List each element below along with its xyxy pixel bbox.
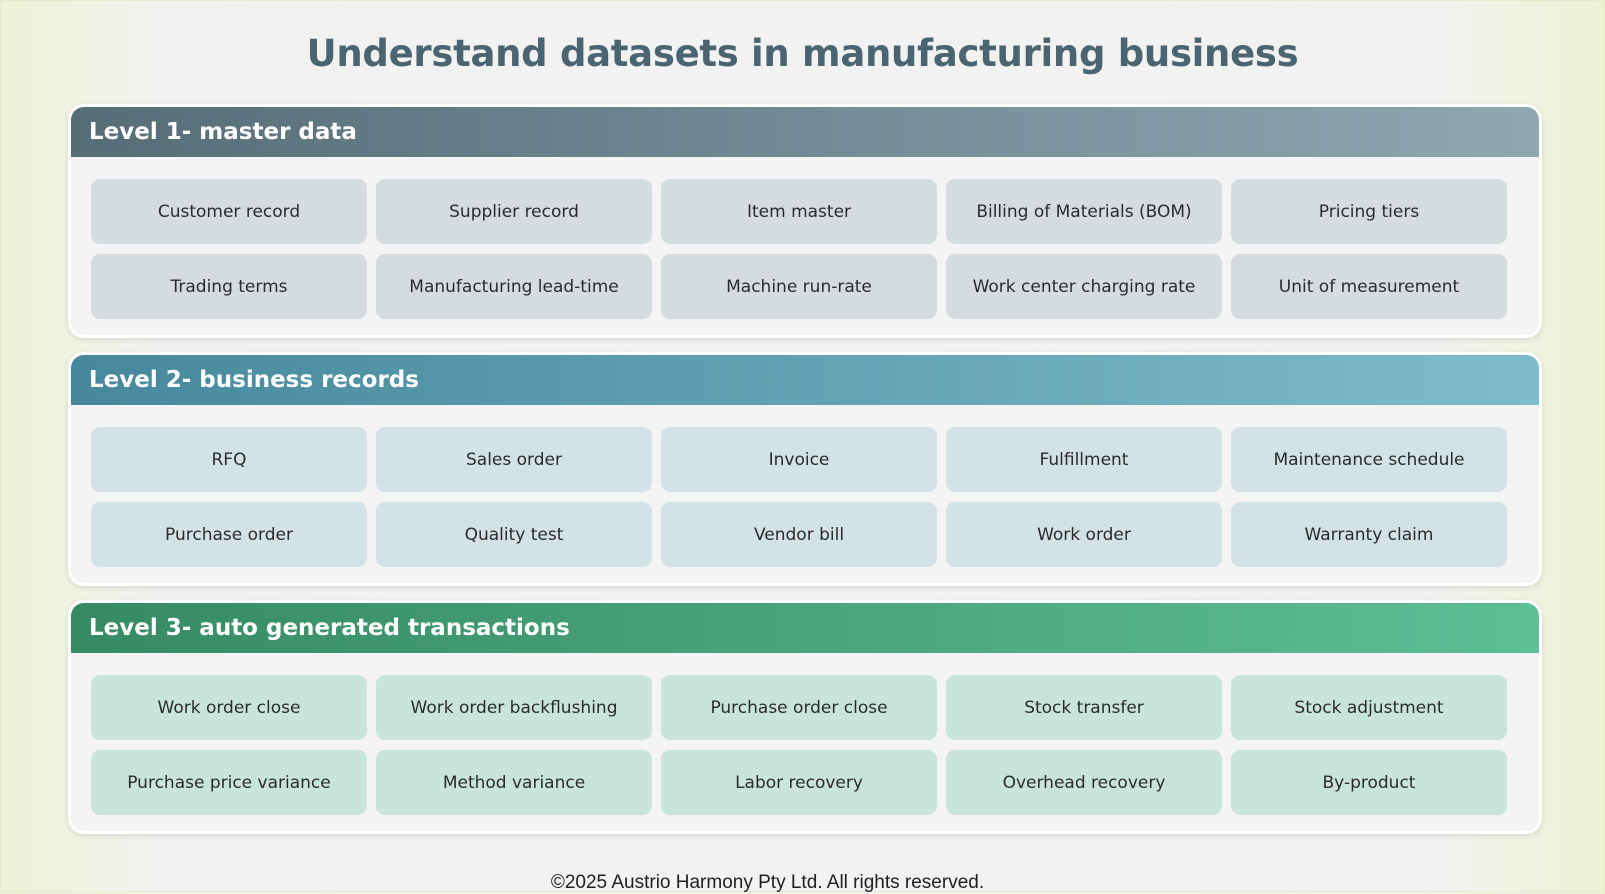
tile-stock-adjustment: Stock adjustment	[1231, 675, 1507, 740]
tile-rfq: RFQ	[91, 427, 367, 492]
panel-level-3-grid: Work order close Work order backflushing…	[91, 675, 1516, 815]
panel-level-2: Level 2- business records RFQ Sales orde…	[68, 352, 1542, 586]
tile-pricing-tiers: Pricing tiers	[1231, 179, 1507, 244]
tile-vendor-bill: Vendor bill	[661, 502, 937, 567]
tile-quality-test: Quality test	[376, 502, 652, 567]
tile-maintenance-schedule: Maintenance schedule	[1231, 427, 1507, 492]
tile-supplier-record: Supplier record	[376, 179, 652, 244]
panel-level-3: Level 3- auto generated transactions Wor…	[68, 600, 1542, 834]
panel-level-1: Level 1- master data Customer record Sup…	[68, 104, 1542, 338]
tile-warranty-claim: Warranty claim	[1231, 502, 1507, 567]
tile-invoice: Invoice	[661, 427, 937, 492]
panel-level-2-heading: Level 2- business records	[71, 355, 1539, 405]
tile-trading-terms: Trading terms	[91, 254, 367, 319]
tile-manufacturing-lead-time: Manufacturing lead-time	[376, 254, 652, 319]
panel-level-2-grid: RFQ Sales order Invoice Fulfillment Main…	[91, 427, 1516, 567]
tile-machine-run-rate: Machine run-rate	[661, 254, 937, 319]
tile-method-variance: Method variance	[376, 750, 652, 815]
tile-item-master: Item master	[661, 179, 937, 244]
panel-level-1-grid: Customer record Supplier record Item mas…	[91, 179, 1516, 319]
tile-customer-record: Customer record	[91, 179, 367, 244]
tile-work-center-charging-rate: Work center charging rate	[946, 254, 1222, 319]
tile-unit-of-measurement: Unit of measurement	[1231, 254, 1507, 319]
tile-stock-transfer: Stock transfer	[946, 675, 1222, 740]
tile-work-order: Work order	[946, 502, 1222, 567]
tile-purchase-price-variance: Purchase price variance	[91, 750, 367, 815]
copyright-footer: ©2025 Austrio Harmony Pty Ltd. All right…	[550, 872, 985, 893]
tile-work-order-close: Work order close	[91, 675, 367, 740]
page-title: Understand datasets in manufacturing bus…	[306, 32, 1299, 75]
tile-sales-order: Sales order	[376, 427, 652, 492]
tile-labor-recovery: Labor recovery	[661, 750, 937, 815]
tile-fulfillment: Fulfillment	[946, 427, 1222, 492]
tile-by-product: By-product	[1231, 750, 1507, 815]
tile-work-order-backflushing: Work order backflushing	[376, 675, 652, 740]
tile-billing-of-materials: Billing of Materials (BOM)	[946, 179, 1222, 244]
tile-purchase-order-close: Purchase order close	[661, 675, 937, 740]
panel-level-3-heading: Level 3- auto generated transactions	[71, 603, 1539, 653]
tile-purchase-order: Purchase order	[91, 502, 367, 567]
panel-level-1-heading: Level 1- master data	[71, 107, 1539, 157]
tile-overhead-recovery: Overhead recovery	[946, 750, 1222, 815]
